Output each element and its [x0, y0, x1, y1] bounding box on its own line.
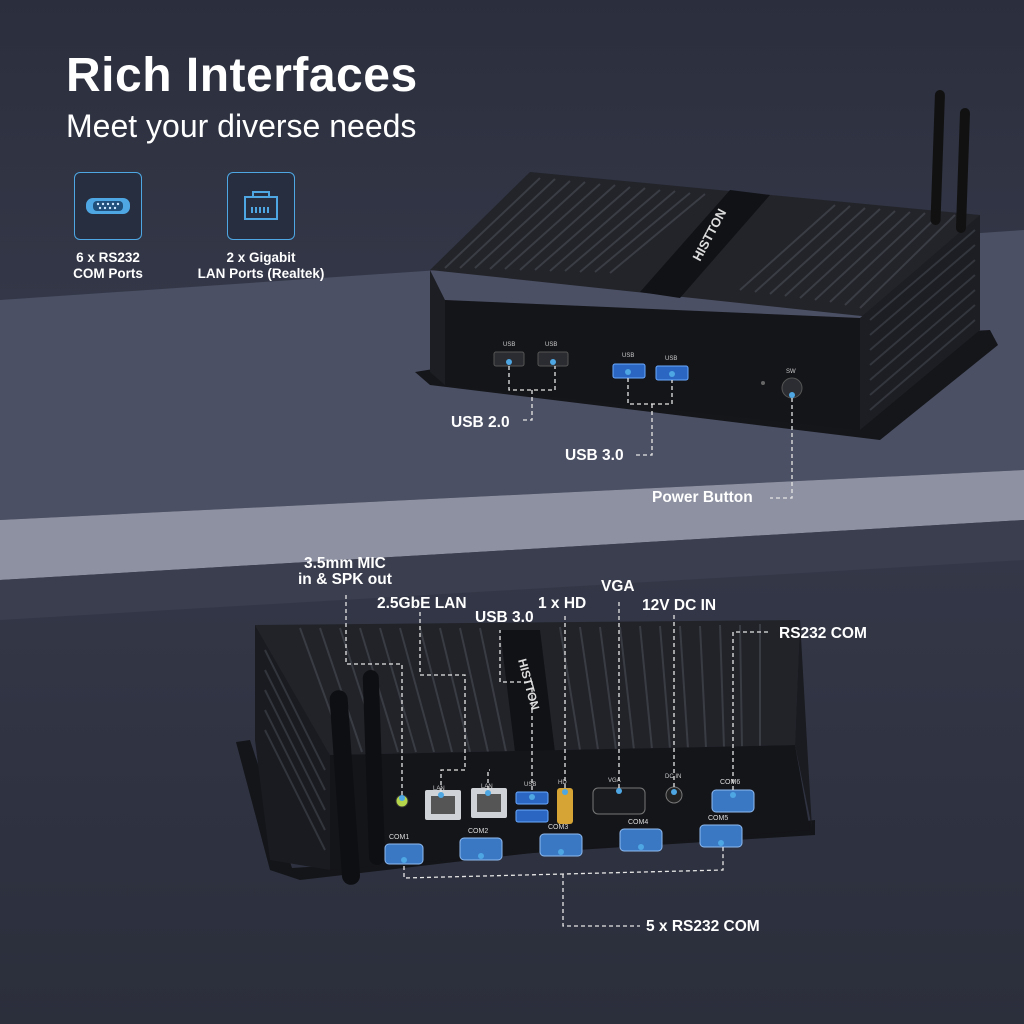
- svg-text:DC IN: DC IN: [665, 774, 681, 780]
- page-subtitle: Meet your diverse needs: [66, 108, 417, 144]
- svg-text:USB: USB: [665, 356, 677, 362]
- callout-usb2: USB 2.0: [451, 414, 510, 431]
- feature-lan-ports: 2 x Gigabit LAN Ports (Realtek): [191, 172, 331, 282]
- svg-text:COM5: COM5: [708, 815, 728, 822]
- callout-power-button: Power Button: [652, 489, 753, 506]
- usb-label: USB: [503, 342, 515, 348]
- callout-rear-usb3: USB 3.0: [475, 609, 534, 626]
- feature-caption: 6 x RS232 COM Ports: [73, 250, 143, 281]
- svg-text:COM1: COM1: [389, 834, 409, 841]
- callout-usb3: USB 3.0: [565, 447, 624, 464]
- svg-text:COM4: COM4: [628, 819, 648, 826]
- callout-5x-rs232: 5 x RS232 COM: [646, 918, 760, 935]
- callout-lan: 2.5GbE LAN: [377, 595, 467, 612]
- page-title: Rich Interfaces: [66, 49, 418, 102]
- callout-hd: 1 x HD: [538, 595, 587, 612]
- svg-text:LAN: LAN: [433, 786, 445, 792]
- svg-text:USB: USB: [622, 353, 634, 359]
- svg-text:USB: USB: [524, 782, 536, 788]
- svg-text:COM3: COM3: [548, 824, 568, 831]
- svg-text:HD: HD: [558, 780, 567, 786]
- callout-rs232: RS232 COM: [779, 625, 867, 642]
- ethernet-port-icon: [227, 172, 295, 240]
- svg-text:COM6: COM6: [720, 779, 740, 786]
- rear-device: HISTTON LAN LAN USB HD VGA: [236, 595, 815, 927]
- callout-vga: VGA: [601, 578, 635, 595]
- svg-text:VGA: VGA: [608, 778, 621, 784]
- callout-audio: 3.5mm MIC in & SPK out: [298, 555, 392, 588]
- svg-text:COM2: COM2: [468, 828, 488, 835]
- svg-text:LAN: LAN: [481, 784, 493, 790]
- front-device: HISTTON USB USB USB USB SW: [415, 90, 998, 499]
- svg-text:SW: SW: [786, 369, 796, 375]
- serial-port-icon: [74, 172, 142, 240]
- shelf-edge: [0, 470, 1024, 580]
- feature-caption: 2 x Gigabit LAN Ports (Realtek): [197, 250, 325, 281]
- callout-dc-in: 12V DC IN: [642, 597, 717, 614]
- feature-com-ports: 6 x RS232 COM Ports: [38, 172, 178, 282]
- svg-text:USB: USB: [545, 342, 557, 348]
